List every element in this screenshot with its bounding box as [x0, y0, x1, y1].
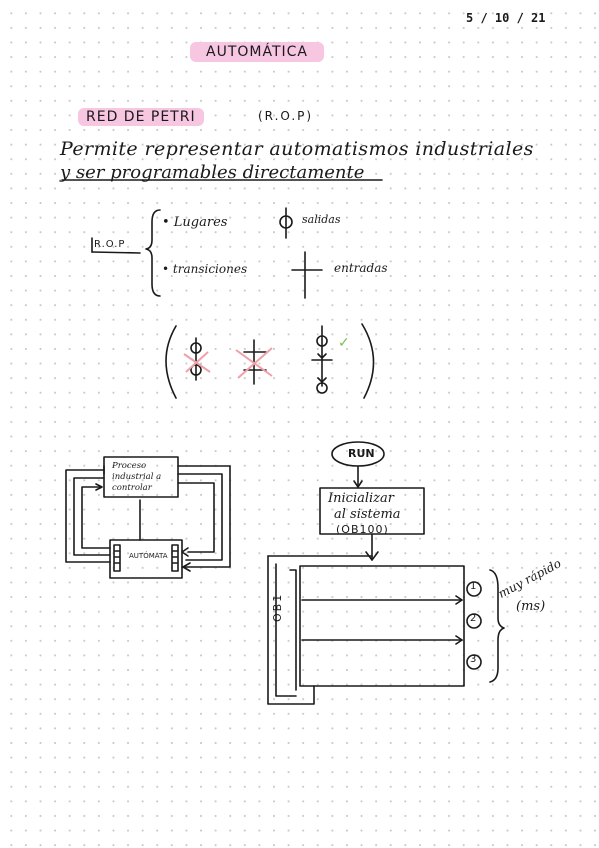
rop-item-transiciones: • transiciones [162, 262, 248, 276]
rop-item-lugares: • Lugares [162, 215, 228, 230]
init-line-3: (OB100) [336, 523, 389, 536]
run-oval [331, 441, 385, 467]
left-big-paren [165, 325, 177, 399]
rop-box-label: R.O.P [94, 239, 126, 250]
step-3: 3 [470, 654, 477, 665]
section-abbreviation: (R.O.P) [258, 109, 314, 123]
check-mark: ✓ [338, 335, 350, 351]
rop-label-box [91, 237, 141, 254]
wrong-example-places [183, 337, 211, 381]
automata-box [109, 539, 183, 579]
definition-line-1: Permite representar automatismos industr… [60, 138, 534, 160]
scan-cycle-diagram [267, 441, 505, 705]
rop-curly-brace [145, 209, 161, 297]
page-title: AUTOMÁTICA [190, 42, 324, 62]
step-2: 2 [470, 613, 477, 624]
rop-item-entradas: entradas [334, 261, 388, 275]
section-heading: RED DE PETRI [78, 108, 204, 126]
automata-label: AUTÓMATA [129, 552, 168, 560]
date-label: 5 / 10 / 21 [466, 11, 546, 25]
definition-line-2: y ser programables directamente [60, 162, 365, 183]
transition-symbol [291, 251, 323, 299]
place-symbol [279, 207, 293, 239]
right-big-paren [361, 323, 375, 399]
process-box-label: Proceso industrial a controlar [112, 461, 162, 493]
rop-item-salidas: salidas [302, 213, 341, 226]
correct-example [311, 325, 333, 394]
wrong-example-transitions [235, 339, 273, 385]
run-label: RUN [348, 447, 375, 460]
init-box [319, 487, 425, 535]
init-line-1: Inicializar [328, 491, 394, 506]
control-loop-diagram [65, 456, 231, 579]
init-line-2: al sistema [334, 507, 401, 522]
step-1: 1 [470, 581, 477, 592]
cycle-table [299, 565, 465, 687]
process-box [103, 456, 179, 498]
speed-label-2: (ms) [516, 599, 546, 614]
